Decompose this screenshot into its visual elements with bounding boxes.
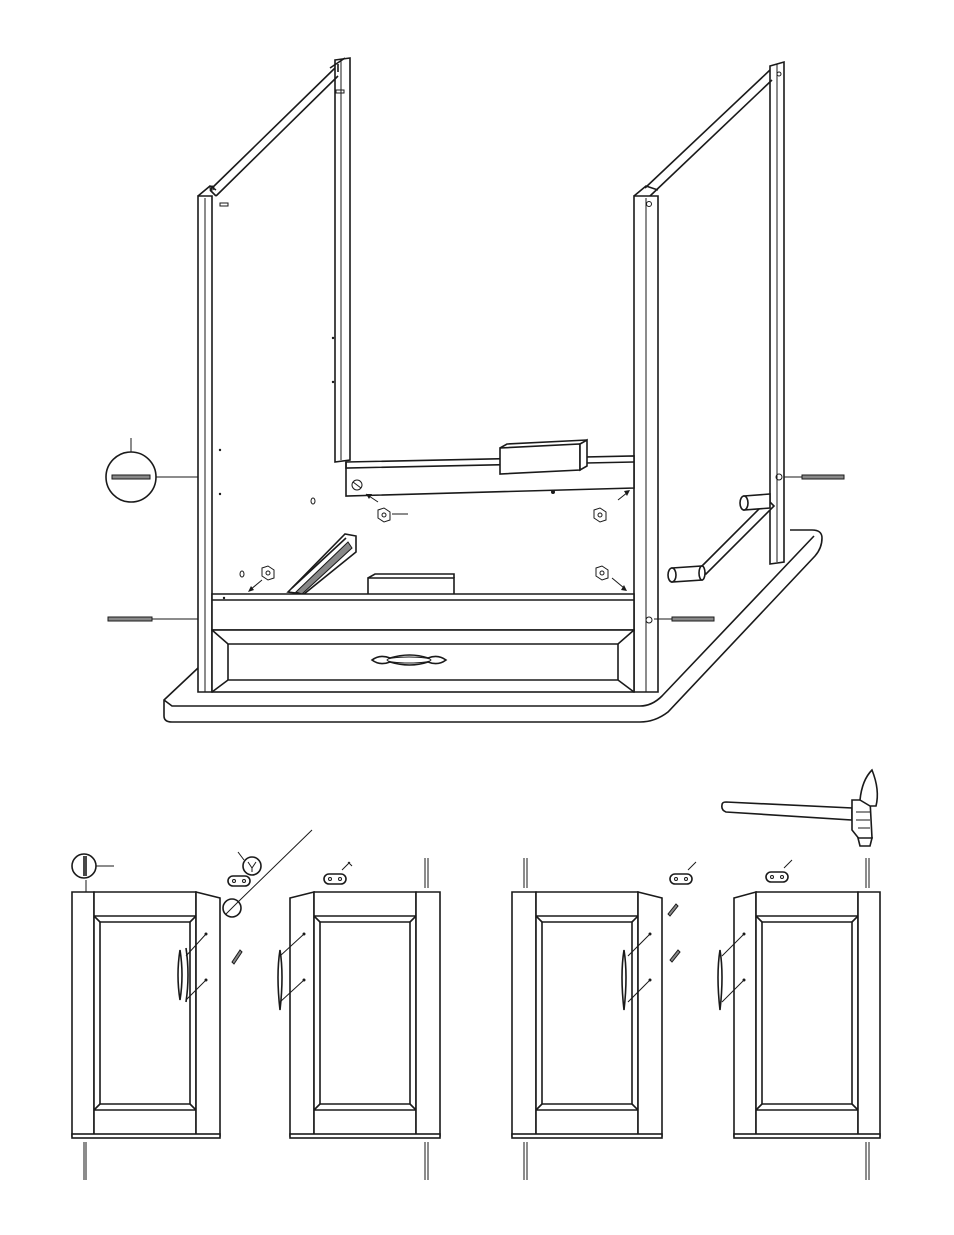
side-panel-left	[210, 68, 344, 577]
back-rail	[346, 456, 634, 496]
side-panel-right-front-post	[634, 186, 658, 692]
side-panel-right-rear-post	[770, 62, 784, 564]
drawer-front	[212, 630, 634, 692]
front-rail	[212, 594, 634, 630]
door-3-left	[512, 858, 696, 1180]
drawer-slide	[288, 534, 356, 594]
side-panel-right	[645, 70, 772, 196]
pin-callout	[72, 854, 114, 892]
hammer-icon	[722, 770, 878, 846]
door-1-left	[72, 892, 242, 1180]
side-panel-left-rear-post	[330, 58, 350, 462]
threaded-rod-callout	[106, 438, 198, 502]
front-block	[368, 574, 454, 596]
rear-block	[500, 440, 587, 474]
door-2-right	[278, 858, 440, 1180]
door-4-right	[718, 858, 880, 1180]
cabinet-frame-assembly	[106, 58, 844, 722]
